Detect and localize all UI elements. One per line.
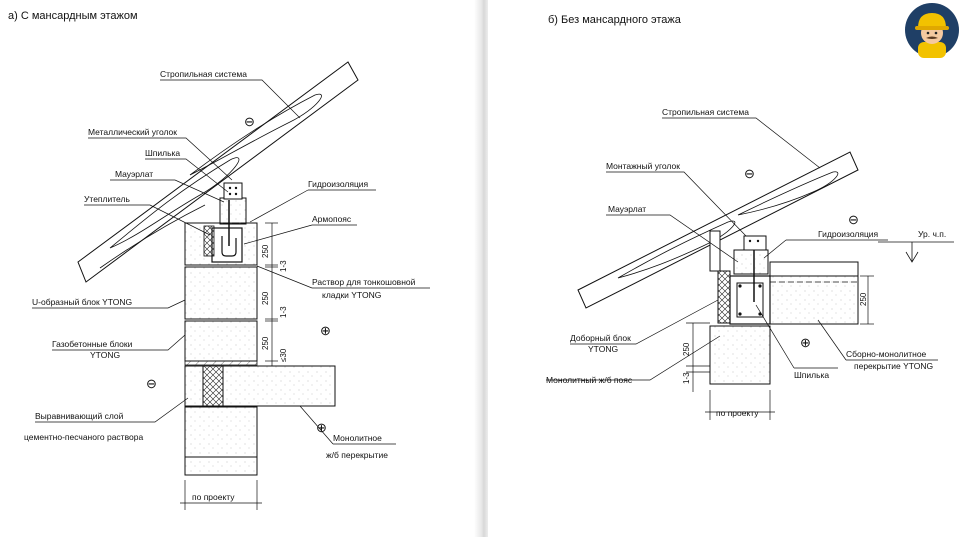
dim-250-mid: 250 — [261, 291, 270, 305]
label-extra-block-1: Доборный блок — [570, 333, 631, 343]
label-stud: Шпилька — [145, 148, 180, 158]
diagram-with-attic: а) С мансардным этажом — [8, 10, 430, 510]
label-by-project: по проекту — [192, 492, 235, 502]
dim-250-right-slab: 250 — [859, 292, 868, 306]
label-mauerlat-right: Мауэрлат — [608, 204, 646, 214]
rafter-beam — [77, 61, 359, 283]
label-waterproof: Гидроизоляция — [308, 179, 369, 189]
dim-1-3-top: 1-3 — [279, 260, 288, 272]
dimension-chain — [180, 222, 278, 510]
wall-section — [184, 182, 336, 476]
label-monolith-2: ж/б перекрытие — [326, 450, 388, 460]
label-mauerlat: Мауэрлат — [115, 169, 153, 179]
label-mortar-1: Раствор для тонкошовной — [312, 277, 416, 287]
title-without-attic: б) Без мансардного этажа — [548, 14, 682, 26]
label-leveling-2: цементно-песчаного раствора — [24, 432, 143, 442]
dim-1-3-right: 1-3 — [682, 372, 691, 384]
dim-250-low: 250 — [261, 336, 270, 350]
label-rafter-right: Стропильная система — [662, 107, 749, 117]
label-extra-block-2: YTONG — [588, 344, 618, 354]
label-by-project-right: по проекту — [716, 408, 759, 418]
label-stud-right: Шпилька — [794, 370, 829, 380]
symbol-minus-top-right: ⊖ — [744, 166, 755, 181]
label-insulation: Утеплитель — [84, 194, 130, 204]
title-with-attic: а) С мансардным этажом — [8, 10, 138, 22]
leader-lines-right — [546, 117, 938, 381]
dimension-chain-right — [686, 275, 874, 420]
label-gas-blocks-2: YTONG — [90, 350, 120, 360]
dim-30: ≤30 — [279, 348, 288, 362]
symbol-plus-bottom: ⊕ — [316, 420, 327, 435]
label-u-block: U-образный блок YTONG — [32, 297, 132, 307]
dim-250-right-wall: 250 — [682, 342, 691, 356]
label-gas-blocks-1: Газобетонные блоки — [52, 339, 133, 349]
diagram-without-attic: б) Без мансардного этажа — [546, 14, 954, 420]
label-mortar-2: кладки YTONG — [322, 290, 381, 300]
wall-section-right — [709, 230, 859, 385]
label-metal-angle: Металлический уголок — [88, 127, 177, 137]
label-level: Ур. ч.п. — [918, 229, 946, 239]
label-mount-angle: Монтажный уголок — [606, 161, 680, 171]
page-left: а) С мансардным этажом — [0, 0, 478, 537]
label-monolith-1: Монолитное — [333, 433, 382, 443]
symbol-minus-top: ⊖ — [244, 114, 255, 129]
symbol-minus-left: ⊖ — [146, 376, 157, 391]
symbol-plus-mid: ⊕ — [320, 323, 331, 338]
label-armopoyas: Армопояс — [312, 214, 352, 224]
symbol-plus-right: ⊕ — [800, 335, 811, 350]
page-right: б) Без мансардного этажа — [488, 0, 966, 537]
label-rafter: Стропильная система — [160, 69, 247, 79]
label-slab-1: Сборно-монолитное — [846, 349, 927, 359]
book-gutter — [474, 0, 492, 537]
label-waterproof-right: Гидроизоляция — [818, 229, 879, 239]
symbol-minus-right: ⊖ — [848, 212, 859, 227]
label-slab-2: перекрытие YTONG — [854, 361, 933, 371]
level-mark — [878, 241, 954, 263]
label-leveling-1: Выравнивающий слой — [35, 411, 124, 421]
dim-250-top: 250 — [261, 244, 270, 258]
leader-lines — [32, 79, 430, 445]
dim-1-3-mid: 1-3 — [279, 306, 288, 318]
builder-avatar-icon — [905, 3, 959, 58]
rafter-beam-right — [577, 151, 859, 309]
label-mono-belt: Монолитный ж/б пояс — [546, 375, 633, 385]
